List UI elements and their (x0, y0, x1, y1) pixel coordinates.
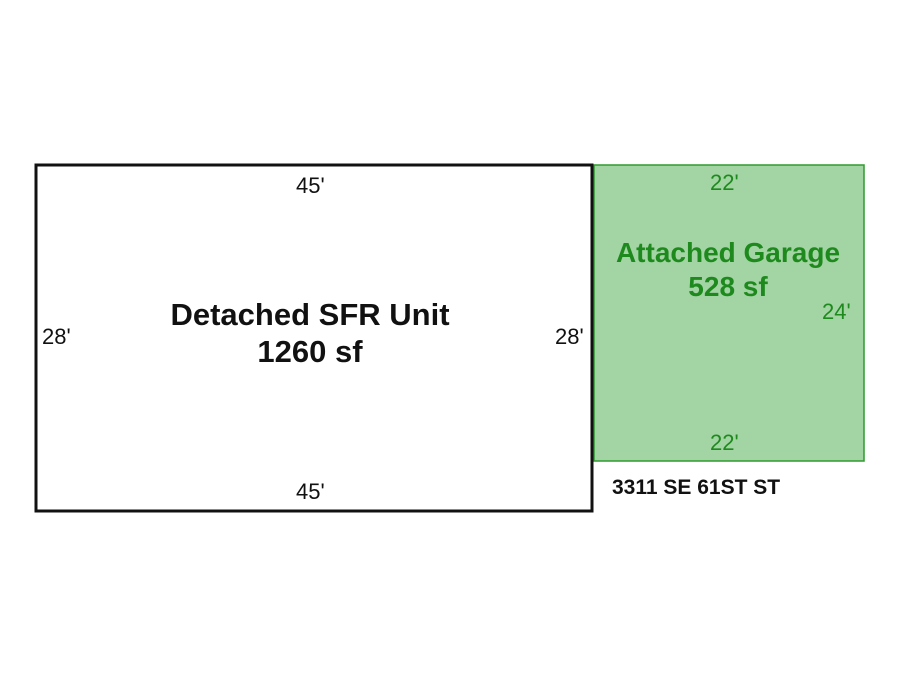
dwelling-name: Detached SFR Unit (170, 297, 450, 332)
dwelling-area: 1260 sf (257, 334, 363, 370)
garage-bottom-dimension: 22' (710, 430, 739, 455)
dwelling-right-dimension: 28' (555, 324, 584, 349)
garage-top-dimension: 22' (710, 170, 739, 195)
dwelling-bottom-dimension: 45' (296, 479, 325, 504)
garage-area (593, 164, 865, 462)
garage-right-dimension: 24' (822, 299, 851, 324)
garage-area-text: 528 sf (688, 270, 768, 302)
property-address: 3311 SE 61ST ST (612, 476, 781, 499)
dwelling-outline (34, 163, 594, 513)
dwelling-left-dimension: 28' (42, 324, 71, 349)
dwelling-label: Detached SFR Unit 1260 sf (130, 296, 490, 370)
garage-label: Attached Garage 528 sf (594, 236, 862, 303)
garage-name: Attached Garage (615, 237, 841, 268)
dwelling-top-dimension: 45' (296, 173, 325, 198)
